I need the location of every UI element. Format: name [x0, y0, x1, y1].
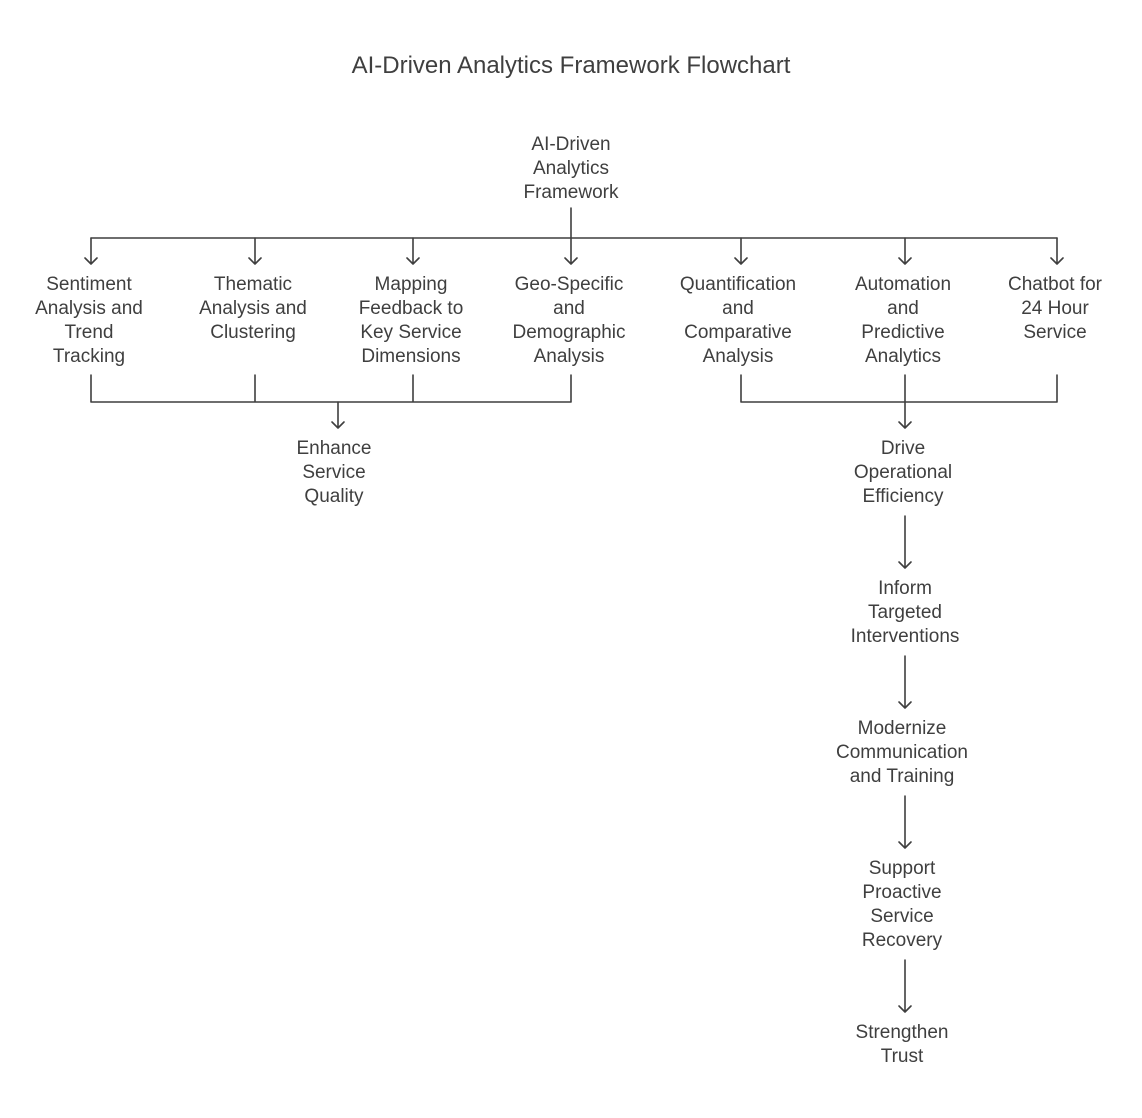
connector-to-enhance: [331, 401, 345, 429]
node-mapping-feedback: Mapping Feedback to Key Service Dimensio…: [358, 274, 464, 367]
connector-to-strengthen: [898, 959, 912, 1013]
node-inform-targeted-interventions: Inform Targeted Interventions: [850, 578, 960, 647]
node-geo-specific: Geo-Specific and Demographic Analysis: [512, 274, 626, 367]
connector-right-merge: [740, 374, 1058, 403]
connector-to-chatbot: [1050, 237, 1064, 265]
node-automation: Automation and Predictive Analytics: [854, 274, 952, 367]
connector-to-thematic: [248, 237, 262, 265]
node-thematic-analysis: Thematic Analysis and Clustering: [199, 274, 307, 343]
connector-to-automation: [898, 237, 912, 265]
connector-to-sentiment: [84, 237, 98, 265]
node-root: AI-Driven Analytics Framework: [523, 134, 619, 203]
node-support-proactive-recovery: Support Proactive Service Recovery: [861, 858, 943, 951]
node-strengthen-trust: Strengthen Trust: [855, 1022, 949, 1067]
node-chatbot: Chatbot for 24 Hour Service: [1008, 274, 1102, 343]
diagram-title: AI-Driven Analytics Framework Flowchart: [351, 52, 791, 79]
node-sentiment-analysis: Sentiment Analysis and Trend Tracking: [35, 274, 143, 367]
node-drive-operational-efficiency: Drive Operational Efficiency: [853, 438, 953, 507]
node-modernize-communication: Modernize Communication and Training: [836, 718, 968, 787]
connector-to-mapping: [406, 237, 420, 265]
node-quantification: Quantification and Comparative Analysis: [679, 274, 797, 367]
connector-to-drive: [898, 401, 912, 429]
connector-to-geo: [564, 237, 578, 265]
connector-to-inform: [898, 515, 912, 569]
connector-left-merge: [90, 374, 572, 403]
node-enhance-service-quality: Enhance Service Quality: [296, 438, 372, 507]
connector-to-modernize: [898, 655, 912, 709]
connector-to-quantification: [734, 237, 748, 265]
connector-to-support: [898, 795, 912, 849]
